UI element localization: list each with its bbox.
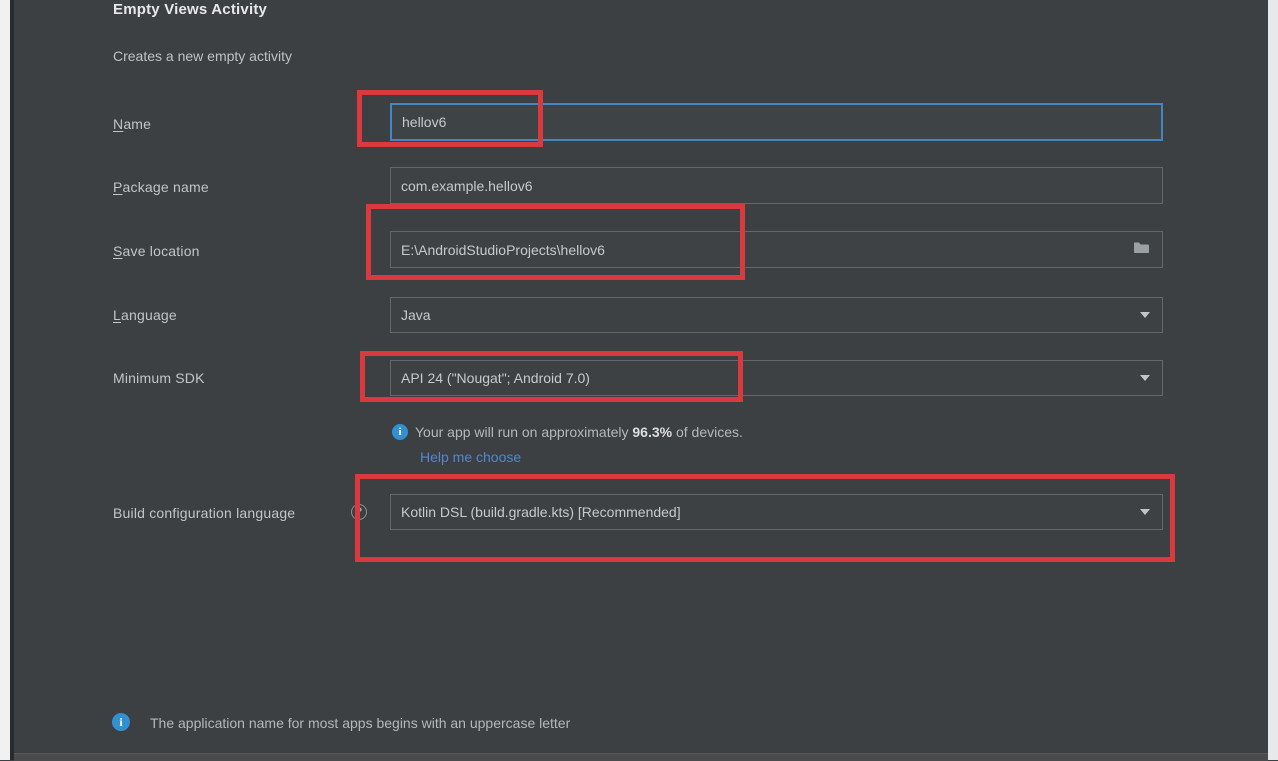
dialog-left-border bbox=[10, 0, 14, 760]
language-label-mnemonic: L bbox=[113, 307, 121, 323]
footer-notice-text: The application name for most apps begin… bbox=[150, 715, 571, 731]
sdk-coverage-before: Your app will run on approximately bbox=[415, 424, 633, 440]
chevron-down-icon bbox=[1140, 509, 1150, 515]
sdk-coverage-after: of devices. bbox=[672, 424, 743, 440]
name-label-mnemonic: N bbox=[113, 116, 124, 132]
language-label: Language bbox=[113, 307, 177, 323]
folder-icon bbox=[1133, 241, 1150, 259]
save-label-rest: ave location bbox=[122, 243, 200, 259]
build-config-value: Kotlin DSL (build.gradle.kts) [Recommend… bbox=[401, 504, 681, 520]
help-me-choose-link[interactable]: Help me choose bbox=[420, 449, 522, 465]
minimum-sdk-value: API 24 ("Nougat"; Android 7.0) bbox=[401, 370, 590, 386]
language-label-rest: anguage bbox=[121, 307, 177, 323]
sdk-coverage-text: Your app will run on approximately 96.3%… bbox=[415, 424, 743, 440]
save-label-mnemonic: S bbox=[113, 243, 123, 259]
minimum-sdk-label: Minimum SDK bbox=[113, 370, 205, 386]
name-label-rest: ame bbox=[123, 116, 152, 132]
language-value: Java bbox=[401, 307, 431, 323]
info-icon: i bbox=[392, 424, 408, 440]
left-page-margin bbox=[0, 0, 10, 760]
info-icon: i bbox=[112, 713, 130, 731]
language-dropdown[interactable]: Java bbox=[390, 297, 1163, 333]
save-location-label: Save location bbox=[113, 243, 200, 259]
minimum-sdk-dropdown[interactable]: API 24 ("Nougat"; Android 7.0) bbox=[390, 360, 1163, 396]
chevron-down-icon bbox=[1140, 312, 1150, 318]
page-title: Empty Views Activity bbox=[113, 1, 268, 18]
name-label: Name bbox=[113, 116, 151, 132]
name-input[interactable] bbox=[390, 103, 1163, 141]
help-icon[interactable]: ? bbox=[351, 504, 367, 520]
sdk-coverage-percent: 96.3% bbox=[632, 424, 673, 440]
save-location-input[interactable] bbox=[390, 231, 1163, 268]
package-name-label: Package name bbox=[113, 179, 209, 195]
browse-folder-button[interactable] bbox=[1126, 238, 1156, 262]
chevron-down-icon bbox=[1140, 375, 1150, 381]
page-subtitle: Creates a new empty activity bbox=[113, 48, 292, 64]
package-name-input[interactable] bbox=[390, 167, 1163, 204]
build-config-label: Build configuration language bbox=[113, 505, 296, 521]
package-label-rest: ackage name bbox=[122, 179, 209, 195]
right-page-margin bbox=[1268, 0, 1278, 760]
dialog-footer-strip bbox=[14, 753, 1268, 761]
build-config-dropdown[interactable]: Kotlin DSL (build.gradle.kts) [Recommend… bbox=[390, 494, 1163, 530]
package-label-mnemonic: P bbox=[113, 179, 123, 195]
